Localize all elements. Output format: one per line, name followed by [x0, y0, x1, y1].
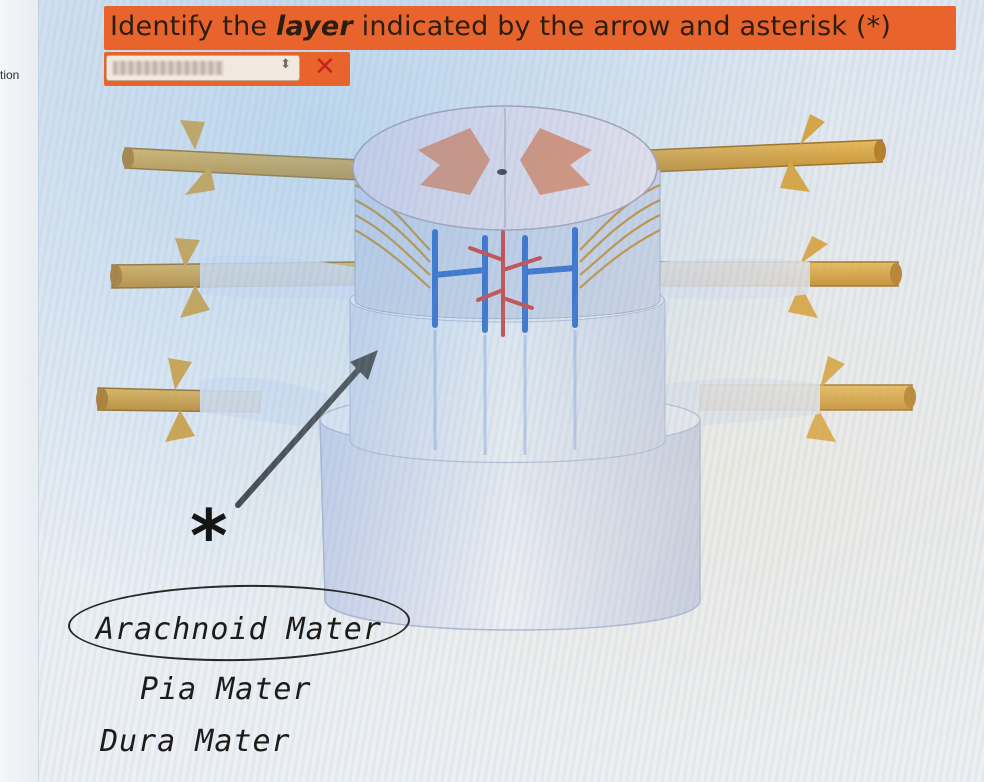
question-prompt: Identify the layer indicated by the arro… — [104, 6, 956, 50]
spinal-nerve-left-upper — [122, 120, 361, 195]
spinal-arteries — [468, 230, 542, 337]
dural-sleeve-left-middle — [200, 255, 360, 300]
dural-sleeve-right-middle — [660, 258, 810, 300]
dorsal-rootlets — [354, 183, 661, 289]
asterisk-marker: * — [190, 494, 228, 578]
answer-dropdown[interactable]: ⬍ — [106, 55, 300, 81]
question-text: Identify the layer indicated by the arro… — [110, 11, 892, 42]
incorrect-x-icon: ✕ — [314, 52, 336, 82]
indicator-arrow — [235, 350, 378, 508]
gray-matter-left — [418, 128, 490, 195]
truncated-label: tion — [0, 68, 20, 82]
spinal-nerve-right-upper — [649, 114, 886, 192]
answer-row: ⬍ ✕ — [104, 52, 350, 86]
handwritten-choice-pia: Pia Mater — [140, 672, 312, 707]
dural-sleeve-right-lower — [660, 378, 820, 428]
dropdown-updown-icon: ⬍ — [280, 56, 291, 71]
spinal-veins — [432, 227, 578, 333]
handwritten-choice-arachnoid: Arachnoid Mater — [96, 612, 382, 647]
dural-sleeve-left-lower — [200, 376, 330, 430]
handwritten-choice-dura: Dura Mater — [100, 724, 291, 759]
gray-matter-right — [520, 128, 592, 195]
answer-selected-value-blurred — [113, 61, 223, 75]
window-left-margin: tion — [0, 0, 39, 782]
question-keyword: layer — [276, 11, 353, 42]
